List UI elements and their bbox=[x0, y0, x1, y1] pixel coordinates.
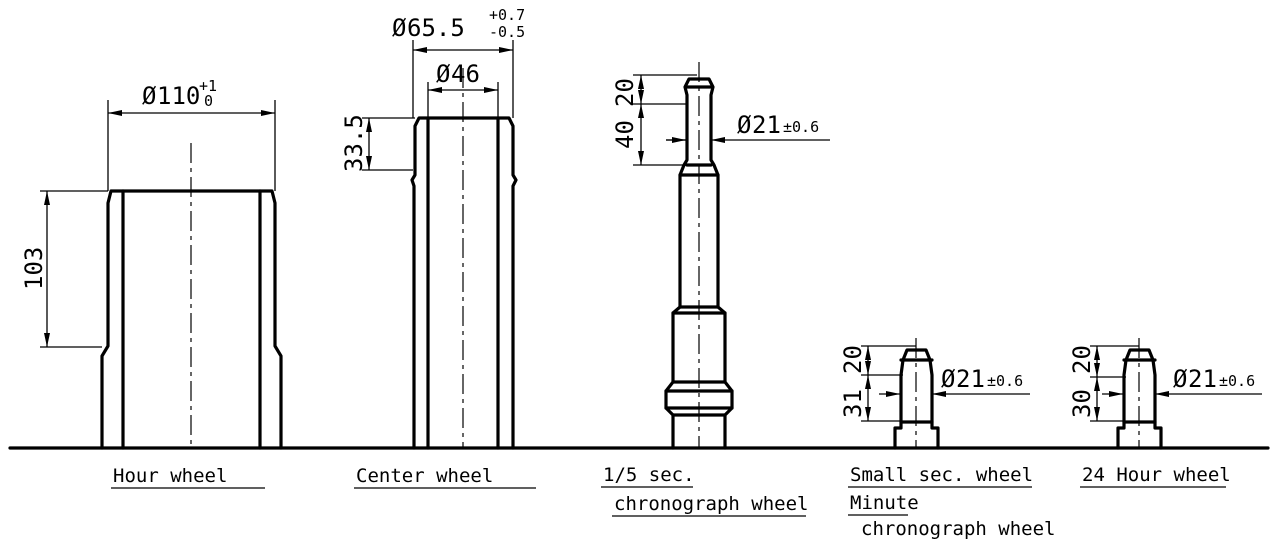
center-wheel-label: Center wheel bbox=[356, 465, 493, 487]
hour-wheel-tol-upper: +1 bbox=[199, 77, 217, 95]
small-sec-label-line3: chronograph wheel bbox=[861, 518, 1055, 540]
fifth-sec-label-line1: 1/5 sec. bbox=[603, 464, 695, 486]
hour24-diameter-value: 21 bbox=[1188, 365, 1217, 393]
fifth-sec-shaft-height: 40 bbox=[611, 120, 639, 149]
small-sec-diameter-symbol: Ø bbox=[941, 365, 956, 393]
center-wheel-height-value: 33.5 bbox=[340, 114, 368, 172]
center-wheel-tol-lower: -0.5 bbox=[489, 23, 525, 41]
small-sec-wheel-part: 20 31 Ø 21 ±0.6 Small sec. wheel Minute … bbox=[839, 338, 1055, 540]
small-sec-shaft-height: 31 bbox=[839, 389, 867, 418]
hour-wheel-tol-lower: 0 bbox=[204, 92, 213, 110]
hour24-diameter-symbol: Ø bbox=[1173, 365, 1188, 393]
small-sec-label-line1: Small sec. wheel bbox=[850, 464, 1033, 486]
fifth-sec-chrono-part: 20 40 Ø 21 ±0.6 1/5 sec. chronograph whe… bbox=[601, 62, 830, 517]
hour24-wheel-label: 24 Hour wheel bbox=[1082, 464, 1231, 486]
hour-wheel-height-value: 103 bbox=[20, 247, 48, 290]
center-wheel-outline bbox=[410, 116, 518, 450]
fifth-sec-diameter-tol: ±0.6 bbox=[783, 118, 819, 136]
fifth-sec-diameter-value: 21 bbox=[752, 111, 781, 139]
fifth-sec-tip-height: 20 bbox=[611, 78, 639, 107]
small-sec-label-line2: Minute bbox=[850, 492, 919, 514]
hour-wheel-diameter-value: 110 bbox=[157, 82, 200, 110]
hour-wheel-diameter-symbol: Ø bbox=[142, 82, 157, 110]
hour-wheel-part: Ø 110 +1 0 103 Hour wheel bbox=[20, 77, 283, 489]
hour-wheel-label: Hour wheel bbox=[113, 465, 227, 487]
fifth-sec-diameter-symbol: Ø bbox=[737, 111, 752, 139]
hour24-shaft-height: 30 bbox=[1068, 389, 1096, 418]
center-wheel-inner-symbol: Ø bbox=[436, 60, 451, 88]
center-wheel-tol-upper: +0.7 bbox=[489, 6, 525, 24]
fifth-sec-label-line2: chronograph wheel bbox=[614, 493, 808, 515]
hour24-tip-height: 20 bbox=[1068, 345, 1096, 374]
small-sec-diameter-tol: ±0.6 bbox=[987, 372, 1023, 390]
small-sec-diameter-value: 21 bbox=[956, 365, 985, 393]
hour24-diameter-tol: ±0.6 bbox=[1219, 372, 1255, 390]
center-wheel-outer-symbol: Ø bbox=[392, 14, 407, 42]
center-wheel-inner-value: 46 bbox=[451, 60, 480, 88]
center-wheel-part: Ø 65.5 +0.7 -0.5 Ø 46 33.5 Center wheel bbox=[340, 6, 536, 489]
hour24-wheel-part: 20 30 Ø 21 ±0.6 24 Hour wheel bbox=[1068, 338, 1262, 488]
center-wheel-outer-value: 65.5 bbox=[407, 14, 465, 42]
small-sec-tip-height: 20 bbox=[839, 345, 867, 374]
